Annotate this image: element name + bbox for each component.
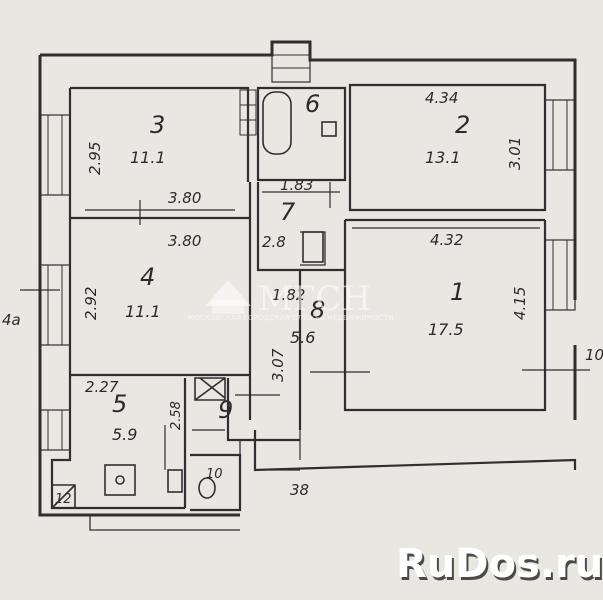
room-12-number: 12 xyxy=(55,492,72,507)
sink-icon xyxy=(321,121,337,137)
room-3-area: 11.1 xyxy=(130,148,166,167)
label-left-neighbor: 4a xyxy=(2,311,21,329)
dim-room8-height: 3.07 xyxy=(269,348,287,382)
watermark-subtitle: МОСКОВСКАЯ ГОРОДСКАЯ СЛУЖБА НЕДВИЖИМОСТИ xyxy=(188,314,394,322)
dim-room2-width: 4.34 xyxy=(425,89,458,107)
site-logo: RuDos.ru RuDos.ru xyxy=(396,541,603,590)
room-10-number: 10 xyxy=(206,467,223,482)
dim-room3-width: 3.80 xyxy=(168,189,201,207)
dim-room3-height: 2.95 xyxy=(86,142,104,175)
toilet-icon xyxy=(198,477,216,499)
house-logo-icon xyxy=(205,280,251,306)
dim-room4-width: 3.80 xyxy=(168,232,201,250)
label-right-neighbor: 10 xyxy=(585,346,603,364)
room-4-area: 11.1 xyxy=(125,302,161,321)
room-1-number: 1 xyxy=(450,278,465,306)
room-6-number: 6 xyxy=(305,90,320,118)
bathtub-icon xyxy=(262,91,292,155)
room-2-number: 2 xyxy=(455,111,470,139)
building-outline xyxy=(38,40,577,531)
dimension-labels: 2.95 3.80 4.34 3.01 1.83 2.8 3.80 2.92 4… xyxy=(2,89,603,499)
windows xyxy=(39,41,576,451)
site-logo-text: RuDos.ru xyxy=(396,541,603,587)
dim-room2-height: 3.01 xyxy=(506,137,524,170)
stove-icon xyxy=(104,464,136,496)
kitchen-sink-icon xyxy=(167,469,183,493)
room-5-number: 5 xyxy=(112,390,127,418)
room-7-number: 7 xyxy=(280,198,296,226)
room-8-area: 5.6 xyxy=(290,328,315,347)
dim-room8-width: 1.82 xyxy=(272,286,305,304)
room-1-area: 17.5 xyxy=(428,320,464,339)
room-9-number: 9 xyxy=(218,396,233,424)
watermark-logo: МГСН xyxy=(258,279,371,319)
room-5-area: 5.9 xyxy=(112,425,137,444)
vent-icon xyxy=(51,484,76,509)
room-3-number: 3 xyxy=(150,111,165,139)
hatch-icon xyxy=(194,377,226,401)
room-2-area: 13.1 xyxy=(425,148,461,167)
room-labels: 3 11.1 2 13.1 4 11.1 1 17.5 5 5.9 8 5.6 … xyxy=(55,90,470,507)
dim-room5-width: 2.27 xyxy=(85,378,119,396)
label-stair: 38 xyxy=(290,481,309,499)
site-logo-shadow: RuDos.ru xyxy=(398,544,603,590)
fixtures xyxy=(51,91,337,509)
dim-room1-height: 4.15 xyxy=(511,287,529,320)
dim-room4-height: 2.92 xyxy=(82,287,100,320)
dim-corridor7-height: 2.8 xyxy=(262,233,286,251)
dim-room5-height: 2.58 xyxy=(169,401,184,430)
room-4-number: 4 xyxy=(140,263,155,291)
room-8-number: 8 xyxy=(310,296,325,324)
dimension-lines xyxy=(20,182,590,470)
dim-room1-width: 4.32 xyxy=(430,231,463,249)
watermark: МГСН МОСКОВСКАЯ ГОРОДСКАЯ СЛУЖБА НЕДВИЖИ… xyxy=(188,279,394,322)
dim-corridor7-width: 1.83 xyxy=(280,176,313,194)
